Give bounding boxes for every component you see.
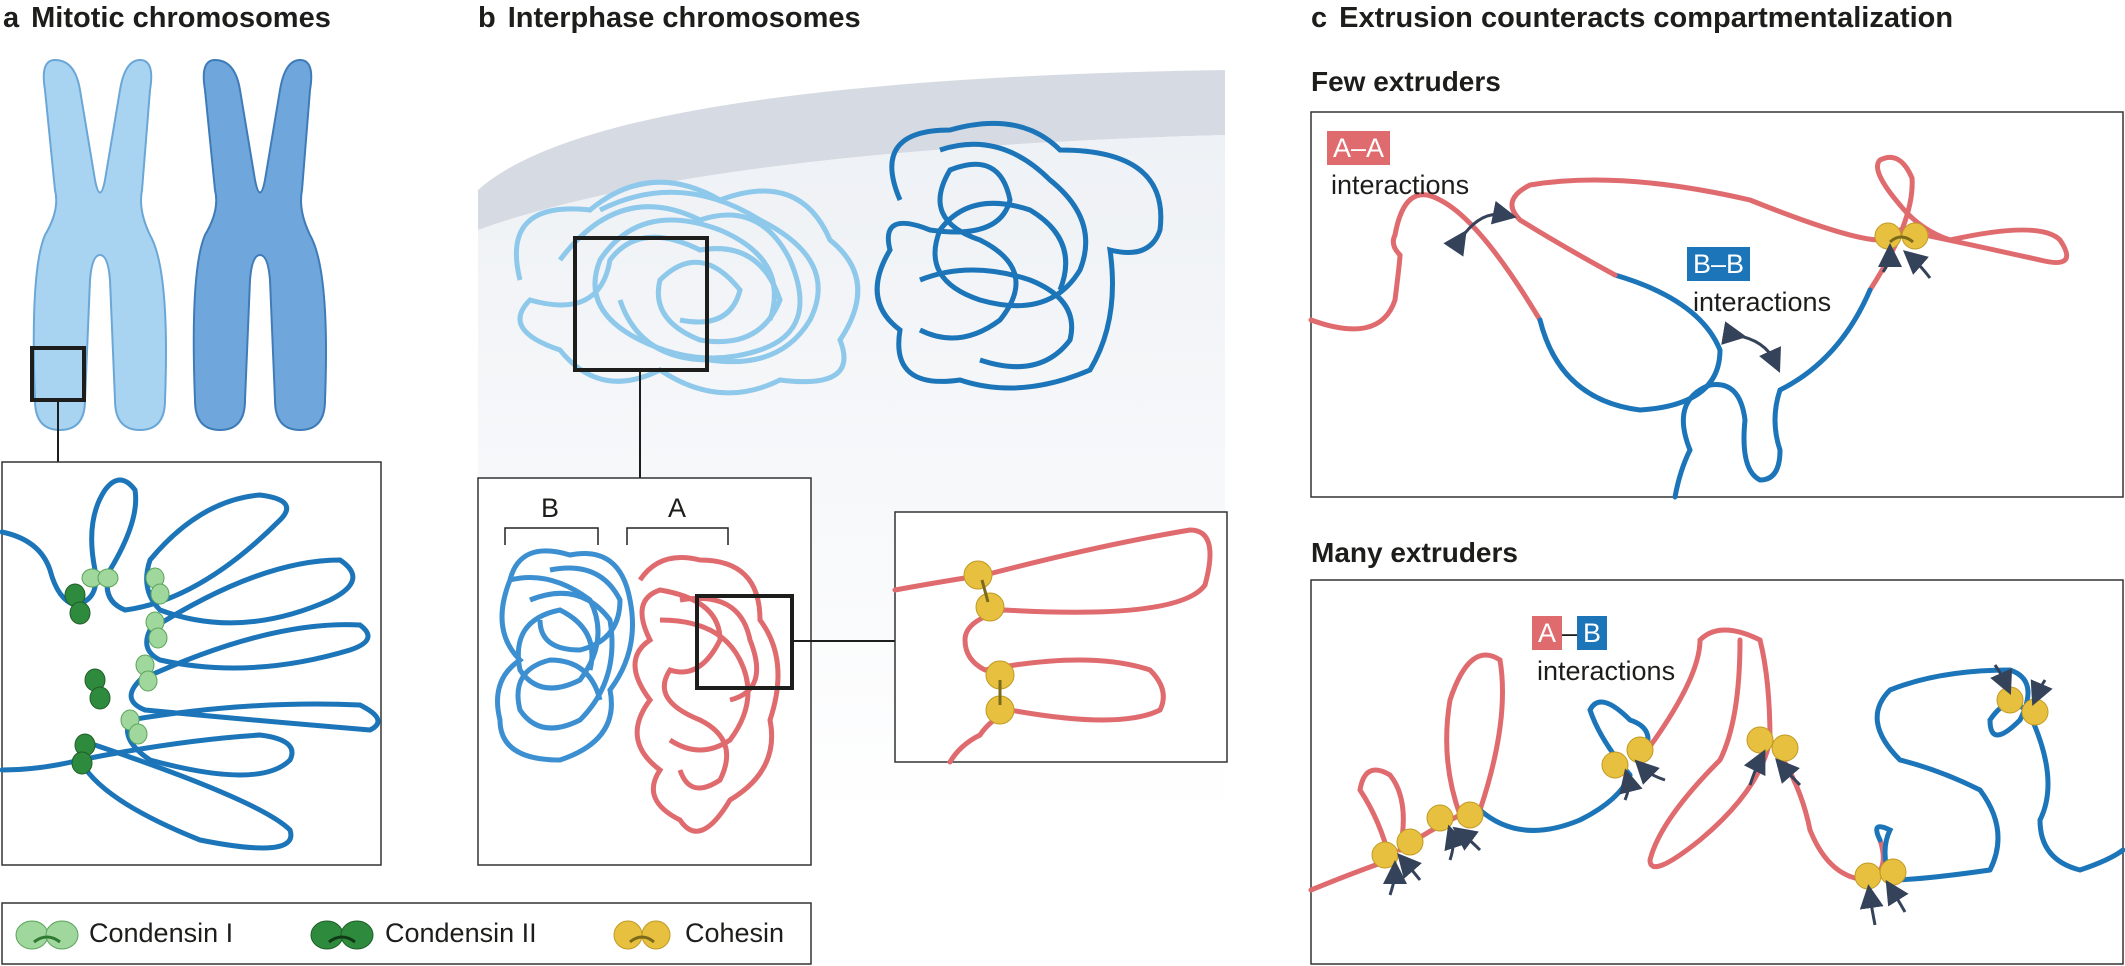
bb-interactions-label: interactions: [1693, 287, 1832, 317]
compartment-brackets: [504, 527, 729, 545]
legend-box: [1, 902, 812, 965]
chromosome-dark: [192, 58, 327, 432]
few-arrows: [1443, 200, 1932, 373]
chromosome-light: [32, 58, 167, 432]
cohesin-loops: [892, 527, 1213, 765]
nuclear-envelope: [478, 70, 1225, 230]
cohesin-inset-markers: [963, 560, 1015, 725]
interphase-territory-dark: [874, 120, 1164, 391]
few-extruders-title: Few extruders: [1311, 66, 1501, 97]
inset-b2: [894, 511, 1228, 763]
compartment-b-loops: [495, 548, 635, 763]
condensin-markers: [64, 567, 170, 775]
many-extruders-title: Many extruders: [1311, 537, 1518, 568]
aa-interactions-label: interactions: [1331, 170, 1470, 200]
many-arrows: [1382, 664, 2053, 926]
ab-interactions-label: interactions: [1537, 656, 1676, 686]
legend-condensin2-label: Condensin II: [385, 918, 537, 948]
many-extruders-box: [1310, 579, 2124, 965]
ab-dash: –: [1562, 618, 1578, 648]
legend-cohesin-label: Cohesin: [685, 918, 785, 948]
b-tag: B: [1577, 616, 1608, 650]
a-tag: A: [1532, 616, 1563, 650]
aa-tag: A–A: [1327, 131, 1391, 165]
few-extruders-box: [1310, 111, 2124, 498]
ab-tag-group: A–B: [1532, 616, 1608, 650]
compartment-a-label: A: [668, 493, 687, 523]
compartment-b-label: B: [541, 493, 560, 523]
legend-cohesin-icon: [613, 920, 671, 950]
few-cohesin: [1874, 222, 1929, 250]
legend-condensin1-label: Condensin I: [89, 918, 234, 948]
legend-condensin2-icon: [310, 920, 374, 950]
bb-tag: B–B: [1687, 247, 1751, 281]
legend-condensin1-icon: [15, 920, 79, 950]
